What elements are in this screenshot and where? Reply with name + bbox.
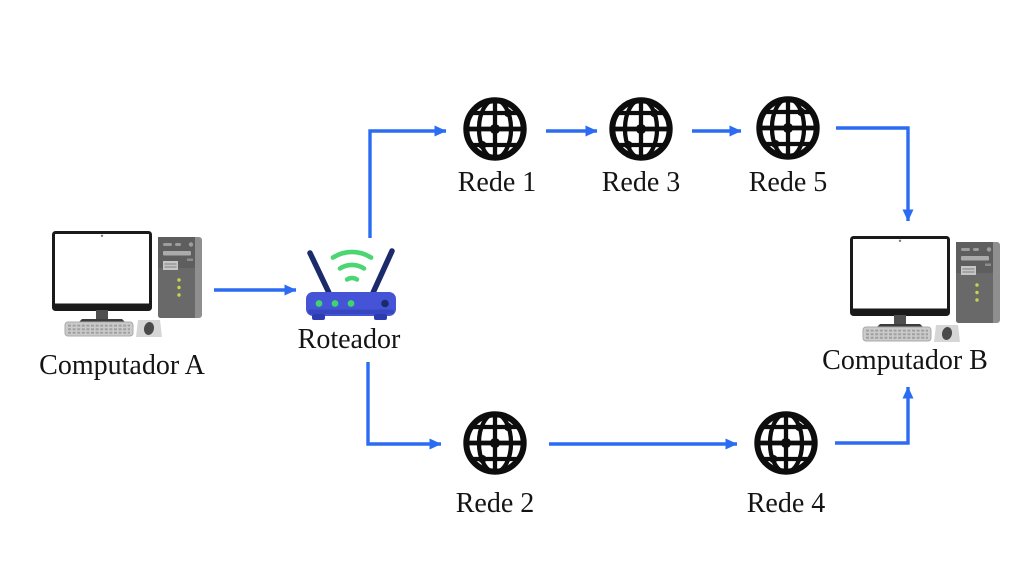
keyboard (64, 321, 134, 337)
rede-2-globe-icon (463, 411, 527, 475)
computer-tower (158, 237, 202, 318)
desktop-computer-icon (52, 231, 202, 337)
rede-1-globe-icon (463, 97, 527, 161)
monitor-stand (894, 315, 906, 325)
roteador-label: Roteador (297, 324, 401, 355)
edge-rede-4-to-computador-b (835, 386, 914, 445)
webcam-dot (898, 239, 902, 242)
computador-a-label: Computador A (39, 350, 205, 381)
router-led (331, 300, 339, 307)
router-led (347, 300, 355, 307)
computer-tower (956, 242, 1000, 323)
node-roteador (295, 243, 405, 328)
mouse (136, 320, 162, 337)
edge-roteador-to-rede-2 (366, 362, 442, 450)
rede-2-label: Rede 2 (455, 488, 535, 519)
router-icon (306, 248, 396, 320)
rede-5-label: Rede 5 (748, 167, 828, 198)
router-antenna-left (307, 250, 333, 298)
rede-4-label: Rede 4 (746, 488, 826, 519)
webcam-dot (100, 234, 104, 237)
monitor (850, 236, 950, 316)
router-port-dot (381, 299, 389, 308)
rede-1-label: Rede 1 (457, 167, 537, 198)
rede-3-label: Rede 3 (601, 167, 681, 198)
node-computador-b (850, 236, 1000, 347)
rede-5-globe-icon (756, 96, 820, 160)
monitor (52, 231, 152, 311)
node-computador-a (52, 231, 202, 342)
desktop-computer-icon (850, 236, 1000, 342)
monitor-stand (96, 310, 108, 320)
computador-b-label: Computador B (822, 345, 988, 376)
keyboard (862, 326, 932, 342)
router-antenna-right (369, 248, 395, 298)
rede-3-globe-icon (609, 97, 673, 161)
router-led (315, 300, 323, 307)
rede-4-globe-icon (754, 411, 818, 475)
mouse (934, 325, 960, 342)
wifi-signal-icon (330, 249, 374, 282)
